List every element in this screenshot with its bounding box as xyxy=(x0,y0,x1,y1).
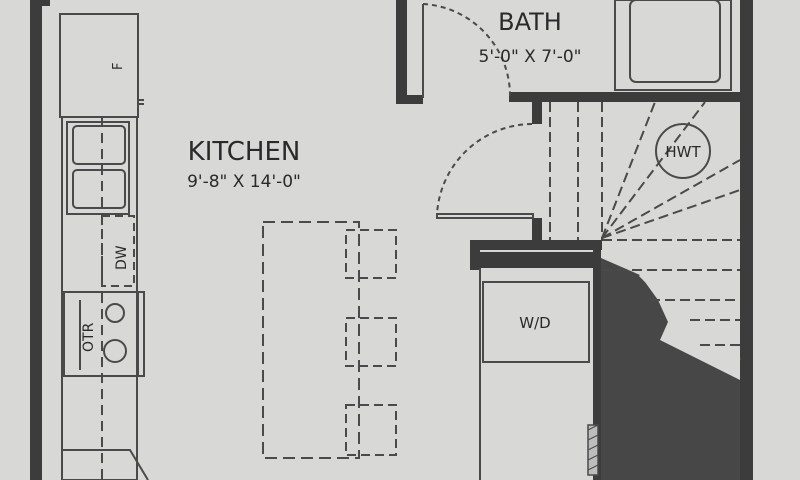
bathtub xyxy=(614,0,732,91)
water-heater-label: HWT xyxy=(665,143,701,161)
bath-bottom-wall-right xyxy=(509,92,751,102)
range-label: OTR xyxy=(81,322,97,352)
bar-stools xyxy=(345,229,397,456)
left-exterior-wall xyxy=(30,0,42,480)
laundry-closet xyxy=(479,268,590,480)
stool xyxy=(345,229,397,279)
closet-wall-left xyxy=(470,240,480,270)
closet-door xyxy=(436,123,534,219)
stool xyxy=(345,317,397,367)
washer-dryer-label: W/D xyxy=(519,314,550,332)
bath-door xyxy=(422,3,512,98)
fridge-label: F xyxy=(111,63,126,70)
stool xyxy=(345,404,397,456)
double-sink xyxy=(66,121,130,215)
range xyxy=(63,291,145,377)
water-heater xyxy=(655,123,711,179)
bath-name: BATH xyxy=(498,8,562,36)
bath-stub-wall xyxy=(532,100,542,124)
closet-wall-top-lower xyxy=(478,252,596,268)
dishwasher-label: DW xyxy=(114,245,130,270)
bath-left-wall xyxy=(396,0,407,103)
hatched-post xyxy=(587,424,599,476)
stair-break-line xyxy=(638,273,741,362)
bath-bottom-wall-left xyxy=(396,95,423,104)
stair-void xyxy=(601,258,740,480)
lower-counter xyxy=(62,449,149,480)
kitchen-top-wall xyxy=(42,0,50,6)
walls xyxy=(30,0,753,480)
bath-dims: 5'-0" X 7'-0" xyxy=(479,47,582,67)
stair-stub-wall xyxy=(532,218,542,244)
kitchen-island xyxy=(262,221,360,459)
closet-wall-top xyxy=(470,240,602,250)
dishwasher xyxy=(101,215,135,287)
right-exterior-wall xyxy=(740,0,753,480)
kitchen-dims: 9'-8" X 14'-0" xyxy=(187,172,301,192)
kitchen-name: KITCHEN xyxy=(188,137,301,167)
stair-divider-wall xyxy=(593,240,601,480)
